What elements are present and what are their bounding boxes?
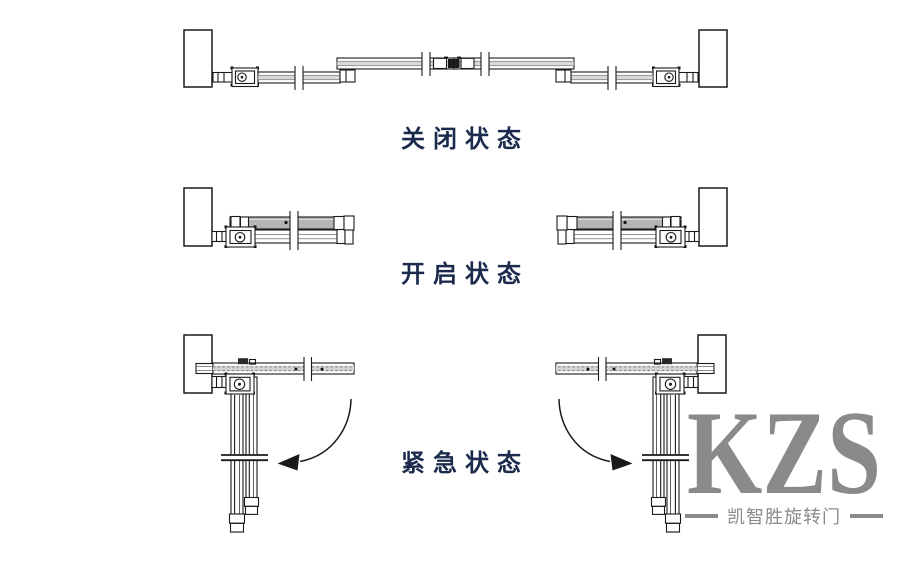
diagram-open-state bbox=[183, 187, 728, 252]
center-lock bbox=[432, 56, 475, 70]
tagline-text: 凯智胜旋转门 bbox=[727, 507, 841, 527]
diagram-closed-state bbox=[183, 29, 728, 92]
open-right-half bbox=[556, 187, 728, 252]
logo-wordmark-text: KZS bbox=[687, 407, 881, 499]
tagline-dash-right-icon bbox=[850, 514, 883, 518]
logo-wordmark: KZS bbox=[687, 407, 881, 499]
label-open-state: 开启状态 bbox=[401, 261, 529, 288]
open-left-half bbox=[183, 187, 355, 252]
emergency-left-half bbox=[183, 334, 355, 533]
tagline-dash-left-icon bbox=[685, 514, 718, 518]
label-emergency-state: 紧急状态 bbox=[401, 450, 529, 477]
closed-left-half bbox=[183, 29, 458, 92]
logo-tagline: 凯智胜旋转门 bbox=[685, 503, 883, 529]
diagram-emergency-state bbox=[183, 334, 727, 533]
closed-right-half bbox=[453, 29, 728, 92]
label-closed-state: 关闭状态 bbox=[401, 126, 529, 153]
kzs-logo: KZS 凯智胜旋转门 bbox=[685, 407, 883, 529]
